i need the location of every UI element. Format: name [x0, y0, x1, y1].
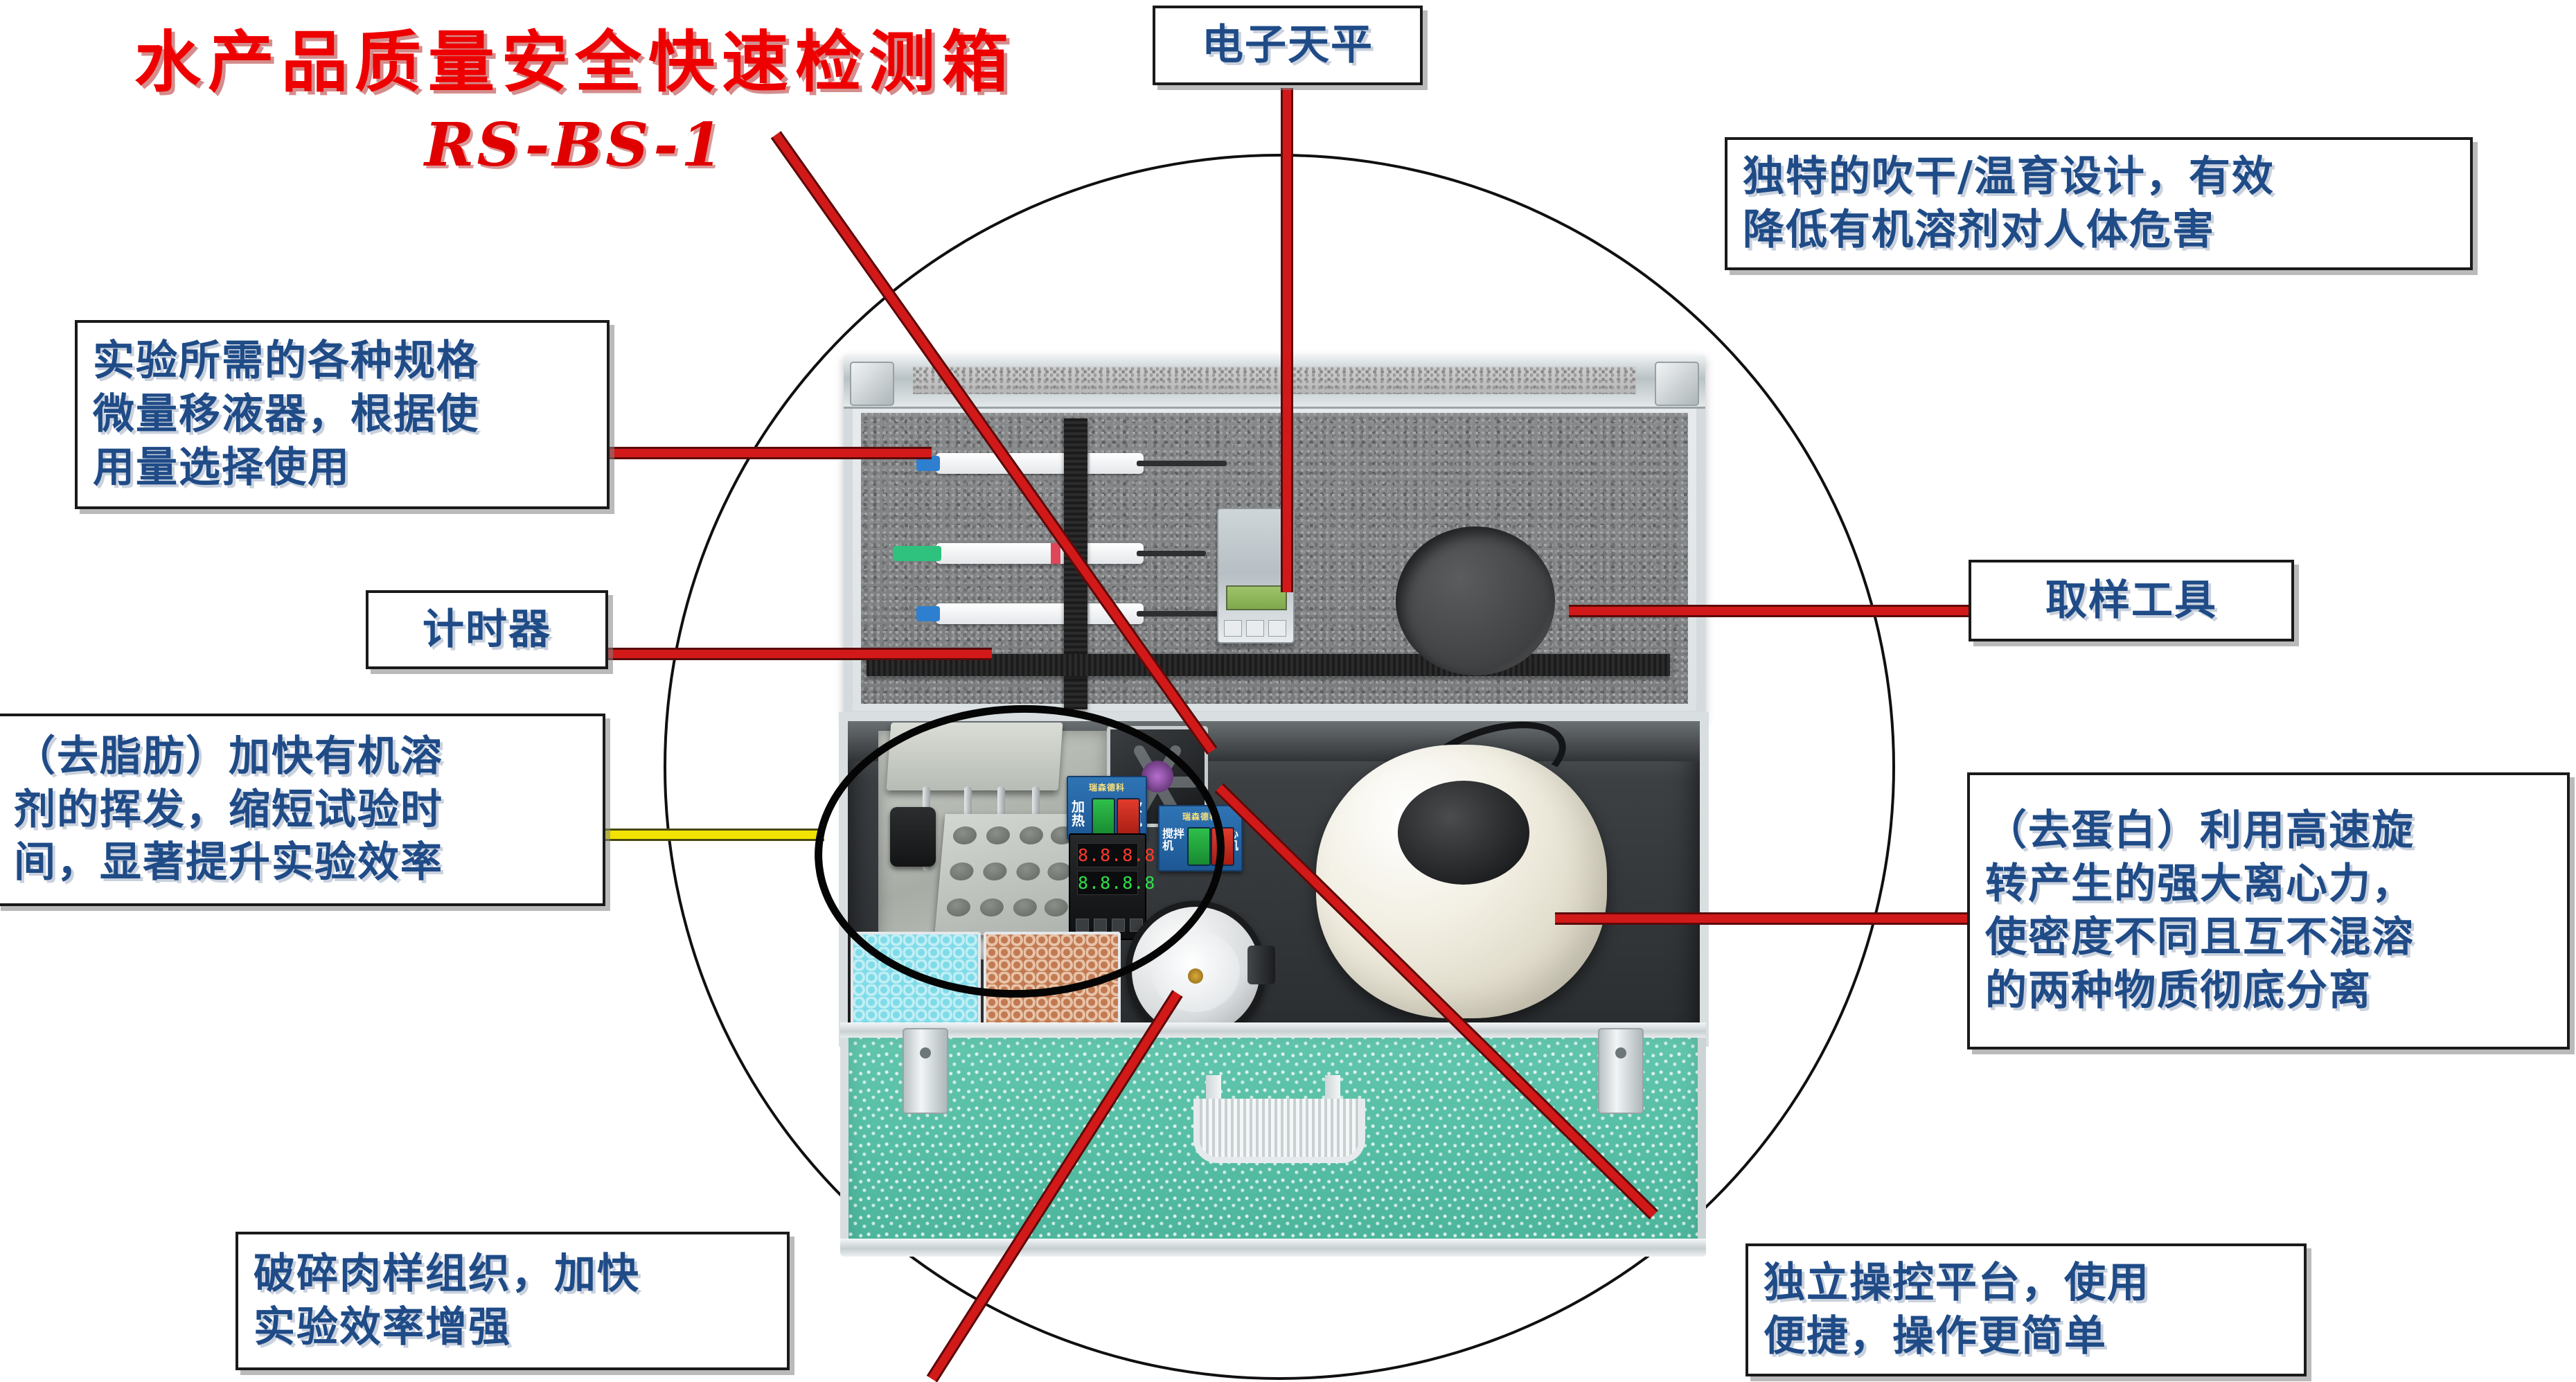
centrifuge-rocker-switch[interactable]: [1211, 827, 1234, 866]
pipette-tip-box-blue: [851, 932, 981, 1038]
case-rail-bottom: [840, 1239, 1706, 1257]
control-panel-heat-blow[interactable]: 瑞森德科 加 热 吹 风: [1067, 776, 1147, 840]
case-latch-right[interactable]: [1598, 1028, 1644, 1114]
leader-electronic-balance: [1281, 88, 1293, 592]
callout-sampling-tools[interactable]: 取样工具: [1969, 560, 2294, 641]
callout-homogenizer-text: 破碎肉样组织，加快 实验效率增强: [254, 1250, 640, 1352]
callout-centrifuge-text: （去蛋白）利用高速旋 转产生的强大离心力， 使密度不同且互不混溶 的两种物质彻底…: [1985, 806, 2415, 1015]
case-front-panel: [840, 1022, 1706, 1257]
case-rail-top: [840, 1022, 1706, 1038]
page-title: 水产品质量安全快速检测箱: [134, 24, 1015, 101]
stirrer-dial-device: [1126, 901, 1275, 1041]
title-block: 水产品质量安全快速检测箱 RS-BS-1: [111, 28, 1039, 180]
callout-electronic-balance-text: 电子天平: [1202, 21, 1374, 70]
case-latch-left[interactable]: [903, 1028, 948, 1114]
panel-one-left-label: 加 热: [1072, 799, 1085, 829]
pipette-1-tip: [916, 456, 940, 471]
leader-sampling-tools: [1569, 605, 1971, 617]
leader-timer: [604, 648, 992, 660]
foam-recess: [1396, 526, 1555, 675]
callout-blow-dry[interactable]: 独特的吹干/温育设计，有效 降低有机溶剂对人体危害: [1725, 137, 2473, 270]
callout-centrifuge[interactable]: （去蛋白）利用高速旋 转产生的强大离心力， 使密度不同且互不混溶 的两种物质彻底…: [1967, 772, 2570, 1049]
callout-defat-text: （去脂肪）加快有机溶 剂的挥发，缩短试验时 间，显著提升实验效率: [14, 732, 443, 887]
panel-two-left-label: 搅拌 机: [1162, 827, 1185, 852]
callout-console[interactable]: 独立操控平台，使用 便捷，操作更简单: [1746, 1243, 2307, 1376]
sample-tube-block: [934, 814, 1084, 935]
pipette-3-tip: [916, 606, 940, 621]
leader-centrifuge: [1555, 912, 1971, 925]
heat-rocker-switch[interactable]: [1092, 798, 1115, 837]
pipette-2: [893, 543, 1206, 564]
model-number: RS-BS-1: [425, 109, 725, 180]
callout-defat[interactable]: （去脂肪）加快有机溶 剂的挥发，缩短试验时 间，显著提升实验效率: [0, 714, 605, 906]
centrifuge-lid: [1398, 781, 1529, 885]
callout-timer[interactable]: 计时器: [366, 590, 608, 669]
control-panel-stir-centrifuge[interactable]: 瑞森德科 搅拌 机 离心 机: [1158, 805, 1243, 871]
callout-micropipettes-text: 实验所需的各种规格 微量移液器，根据使 用量选择使用: [93, 337, 479, 492]
pipette-1: [916, 453, 1227, 474]
leader-defat: [597, 829, 824, 841]
callout-timer-text: 计时器: [423, 605, 551, 654]
panel-one-brand: 瑞森德科: [1088, 783, 1125, 792]
pipette-3-shaft: [1137, 611, 1227, 617]
leader-micropipettes: [592, 447, 932, 459]
case-handle[interactable]: [1193, 1075, 1365, 1163]
controller-sv-display: 8.8.8.8: [1077, 871, 1155, 895]
lid-corner-tr: [1655, 362, 1699, 406]
balance-lcd: [1226, 585, 1287, 610]
callout-homogenizer[interactable]: 破碎肉样组织，加快 实验效率增强: [236, 1232, 790, 1370]
controller-keypad[interactable]: [1076, 919, 1143, 932]
homogenizer-motor: [890, 807, 936, 867]
lid-corner-tl: [850, 362, 894, 406]
blow-rocker-switch[interactable]: [1117, 798, 1140, 837]
callout-blow-dry-text: 独特的吹干/温育设计，有效 降低有机溶剂对人体危害: [1743, 152, 2275, 254]
pipette-2-tip: [893, 546, 941, 561]
pipette-1-shaft: [1137, 461, 1227, 466]
callout-console-text: 独立操控平台，使用 便捷，操作更简单: [1764, 1259, 2150, 1361]
controller-pv-display: 8.8.8.8: [1077, 843, 1155, 867]
stirrer-rocker-switch[interactable]: [1187, 827, 1211, 866]
lid-strap-horizontal: [867, 654, 1670, 676]
pipette-2-shaft: [1137, 551, 1206, 556]
panel-two-brand: 瑞森德科: [1182, 812, 1218, 822]
stirrer-dial-face: [1151, 930, 1240, 1012]
blow-dry-manifold: [886, 723, 1063, 790]
pipette-2-band: [1051, 543, 1060, 564]
callout-sampling-tools-text: 取样工具: [2045, 576, 2217, 625]
temperature-controller[interactable]: 8.8.8.8 8.8.8.8: [1069, 833, 1155, 940]
centrifuge-device: [1316, 745, 1607, 1018]
stirrer-knob[interactable]: [1247, 946, 1275, 984]
lid-aluminium-rail: [844, 355, 1705, 409]
callout-micropipettes[interactable]: 实验所需的各种规格 微量移液器，根据使 用量选择使用: [75, 320, 610, 509]
callout-electronic-balance[interactable]: 电子天平: [1153, 6, 1423, 85]
balance-buttons: [1224, 620, 1286, 637]
